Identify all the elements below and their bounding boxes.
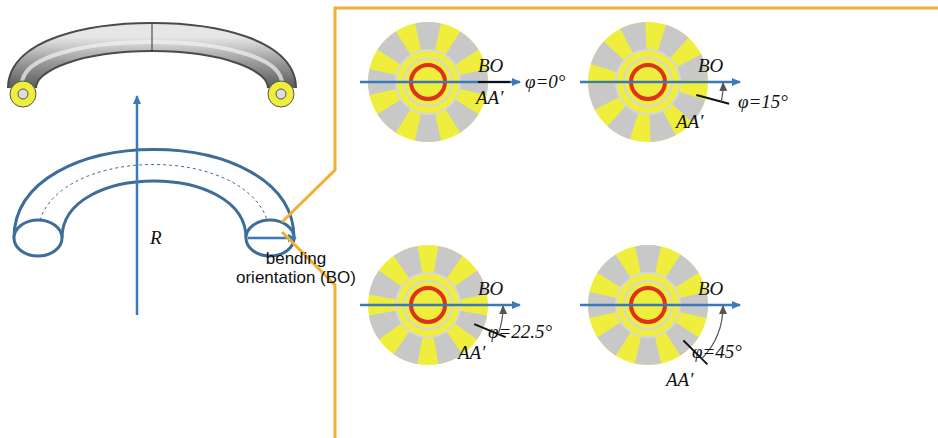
bo-arrow xyxy=(360,304,520,307)
symbol-label: AA′ xyxy=(476,88,503,109)
fiber-cross-section xyxy=(580,22,740,142)
callout-frame xyxy=(282,8,938,438)
symbol-label: φ=45° xyxy=(692,342,742,363)
fiber-cross-section xyxy=(360,22,520,142)
aa-line xyxy=(696,95,729,104)
grey-sector xyxy=(620,22,646,54)
grey-sector xyxy=(588,83,620,109)
bent-tube-outline xyxy=(14,150,294,257)
grey-sector xyxy=(635,336,661,365)
bent-fiber-3d xyxy=(10,24,294,107)
symbol-label: AA′ xyxy=(676,112,703,133)
radius-arrow xyxy=(136,96,139,315)
caption-label: bending orientation (BO) xyxy=(236,250,356,287)
symbol-label: AA′ xyxy=(458,343,485,364)
symbol-label: BO xyxy=(698,56,723,77)
grey-sector xyxy=(415,22,441,51)
bo-arrow xyxy=(580,81,740,84)
symbol-label: φ=0° xyxy=(525,72,565,93)
symbol-label: BO xyxy=(698,279,723,300)
grey-sector xyxy=(635,245,661,274)
bo-arrow xyxy=(360,81,520,84)
symbol-label: AA′ xyxy=(666,370,693,391)
symbol-label: BO xyxy=(478,56,503,77)
symbol-label: BO xyxy=(478,279,503,300)
fiber-cross-section xyxy=(360,245,520,365)
symbol-label: R xyxy=(150,228,162,249)
aa-line xyxy=(478,81,510,83)
grey-sector xyxy=(415,113,441,142)
grey-sector xyxy=(649,110,675,142)
symbol-label: φ=22.5° xyxy=(488,322,552,343)
symbol-label: φ=15° xyxy=(738,92,788,113)
angle-arc xyxy=(721,83,723,102)
bo-arrow xyxy=(580,304,740,307)
